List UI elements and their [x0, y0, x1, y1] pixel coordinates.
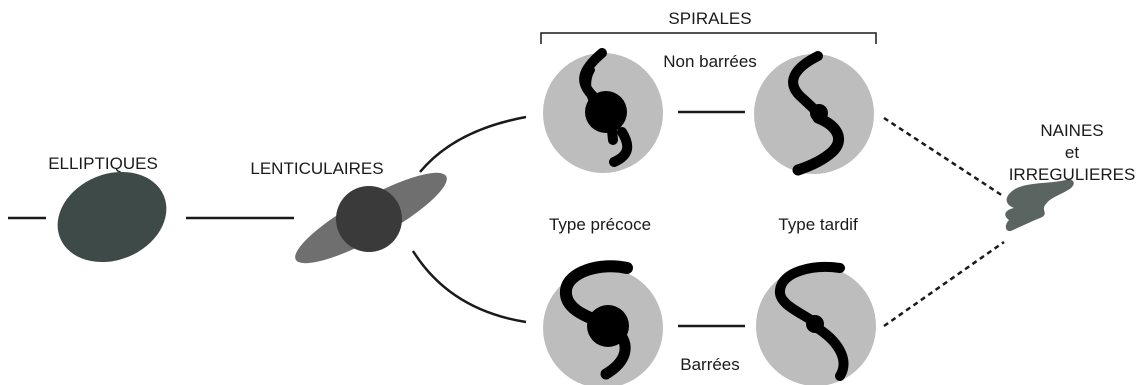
lenticular-bulge: [336, 186, 402, 252]
dotted-connector-upper: [884, 118, 1003, 196]
spiral-barred-early: [543, 266, 663, 385]
label-non-barrees: Non barrées: [663, 52, 757, 71]
label-elliptiques: ELLIPTIQUES: [48, 154, 158, 173]
spiral-unbarred-early: [543, 53, 663, 173]
spiral-barred-late: [756, 266, 876, 385]
label-naines: NAINES: [1040, 121, 1103, 140]
label-spirales: SPIRALES: [668, 9, 751, 28]
dotted-connector-lower: [884, 242, 1004, 326]
irregular-galaxy: [1005, 180, 1073, 231]
label-lenticulaires: LENTICULAIRES: [250, 159, 383, 178]
label-irregulieres: IRREGULIERES: [1009, 165, 1136, 184]
label-type-precoce: Type précoce: [549, 215, 651, 234]
label-et: et: [1065, 143, 1079, 162]
connector-to-unbarred: [420, 117, 526, 172]
connector-to-barred: [413, 251, 526, 322]
spirales-bracket: [541, 33, 876, 44]
label-barrees: Barrées: [680, 355, 740, 374]
label-type-tardif: Type tardif: [778, 215, 858, 234]
spiral-unbarred-late: [754, 54, 874, 174]
elliptical-galaxy: [44, 156, 180, 278]
